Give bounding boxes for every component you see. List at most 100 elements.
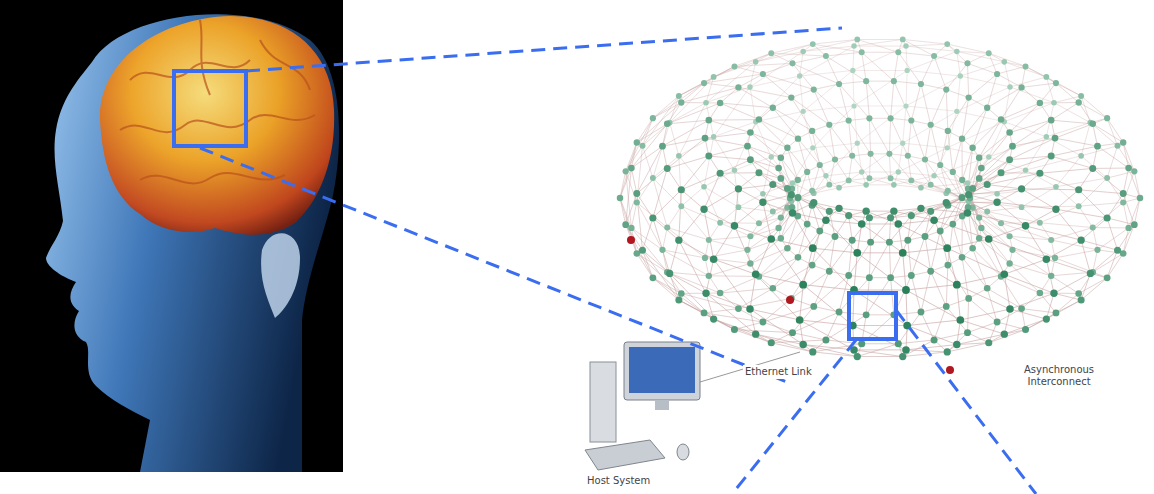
- network-node: [731, 63, 737, 69]
- network-node: [965, 191, 972, 198]
- network-node: [931, 336, 938, 343]
- network-node: [832, 156, 838, 162]
- network-link: [869, 242, 870, 278]
- network-node: [928, 182, 934, 188]
- network-link: [1046, 293, 1054, 319]
- network-node: [964, 209, 971, 216]
- network-link: [759, 120, 798, 139]
- network-link: [814, 271, 830, 306]
- network-node: [957, 316, 965, 324]
- network-link: [771, 111, 803, 157]
- network-node: [1006, 129, 1013, 136]
- network-node: [799, 341, 806, 348]
- network-node: [634, 199, 640, 205]
- network-link: [813, 106, 854, 148]
- network-link: [921, 84, 931, 125]
- network-link: [911, 84, 921, 121]
- network-node: [945, 128, 951, 134]
- network-link: [826, 56, 839, 84]
- network-link: [720, 223, 750, 236]
- network-link: [903, 106, 906, 143]
- network-node: [918, 185, 924, 191]
- network-node: [731, 222, 739, 230]
- network-node: [1043, 255, 1051, 263]
- network-link: [921, 271, 931, 312]
- network-link: [1010, 138, 1055, 160]
- network-node: [711, 74, 717, 80]
- network-node: [711, 134, 716, 139]
- network-link: [709, 223, 720, 240]
- network-link: [931, 90, 947, 125]
- network-node: [1050, 290, 1057, 297]
- network-link: [857, 252, 902, 253]
- network-link: [709, 275, 759, 277]
- network-link: [706, 87, 750, 103]
- network-node: [788, 191, 795, 198]
- network-node: [1125, 225, 1131, 231]
- network-link: [1107, 218, 1117, 250]
- network-node: [678, 290, 685, 297]
- network-node: [1104, 214, 1111, 221]
- network-link: [814, 276, 849, 307]
- monitor: [624, 342, 700, 400]
- network-link: [637, 202, 667, 227]
- network-node: [851, 43, 856, 48]
- network-node: [759, 199, 766, 206]
- network-link: [948, 131, 953, 172]
- network-link: [756, 334, 813, 352]
- network-node: [863, 311, 870, 318]
- photo-background: [0, 0, 343, 472]
- network-node: [930, 216, 938, 224]
- network-link: [906, 76, 960, 106]
- network-link: [973, 248, 1001, 276]
- network-node: [795, 177, 801, 183]
- network-node: [986, 50, 992, 56]
- network-link: [714, 259, 750, 309]
- network-node: [1115, 143, 1121, 149]
- network-link: [738, 185, 772, 189]
- network-node: [895, 340, 902, 347]
- network-link: [1093, 124, 1098, 146]
- network-link: [871, 154, 891, 178]
- network-link: [829, 180, 848, 184]
- network-node: [1043, 74, 1049, 80]
- network-link: [934, 56, 967, 63]
- network-node: [891, 78, 897, 84]
- network-node: [650, 175, 656, 181]
- network-link: [894, 52, 898, 81]
- network-node: [908, 272, 915, 279]
- network-node: [1036, 170, 1043, 177]
- network-node: [976, 175, 983, 182]
- network-link: [679, 300, 735, 330]
- network-node: [804, 169, 810, 175]
- network-link: [759, 248, 787, 276]
- network-node: [866, 214, 873, 221]
- network-node: [1131, 168, 1137, 174]
- network-node: [823, 53, 829, 59]
- network-node: [896, 169, 901, 174]
- network-node: [964, 329, 971, 336]
- network-node: [701, 184, 707, 190]
- network-link: [1107, 146, 1117, 178]
- network-node: [845, 212, 852, 219]
- network-node: [1114, 247, 1121, 254]
- network-node: [1048, 153, 1055, 160]
- network-node: [796, 316, 804, 324]
- network-link: [1051, 156, 1093, 168]
- network-link: [894, 81, 921, 84]
- network-link: [946, 298, 968, 306]
- network-link: [773, 257, 798, 288]
- network-link: [759, 257, 798, 276]
- network-link: [734, 202, 762, 226]
- network-node: [790, 180, 796, 186]
- network-link: [1107, 218, 1134, 225]
- network-link: [791, 98, 829, 125]
- network-node: [927, 268, 934, 275]
- network-node: [943, 86, 949, 92]
- network-node: [976, 154, 983, 161]
- network-link: [1081, 240, 1090, 273]
- network-node: [855, 141, 860, 146]
- network-link: [962, 216, 963, 257]
